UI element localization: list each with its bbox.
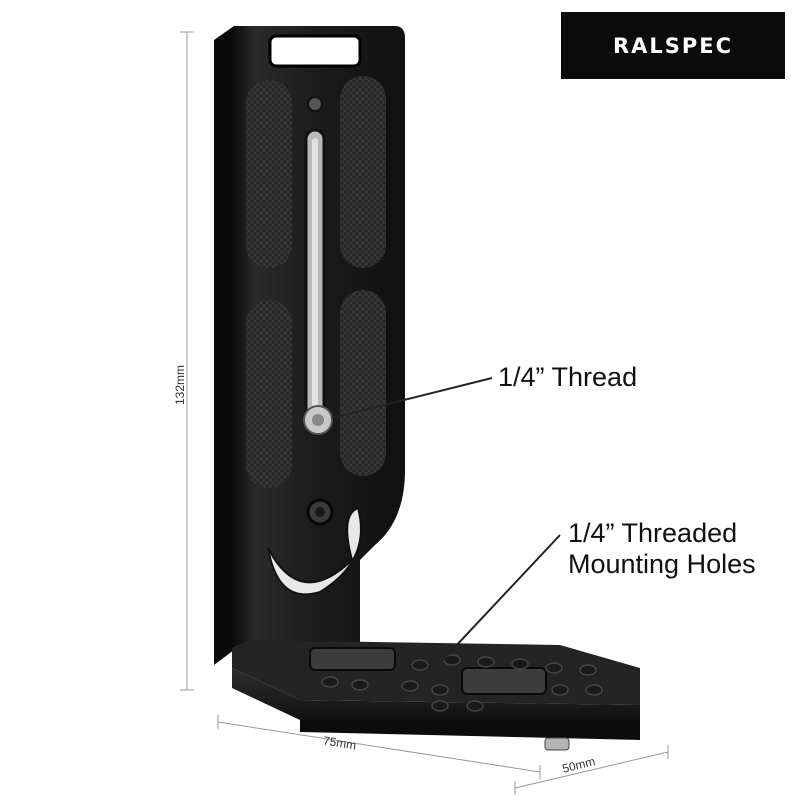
dimension-lines [180, 31, 669, 795]
l-bracket [214, 26, 640, 751]
base-plate-top [232, 640, 640, 705]
grip-pad-bottom-right [340, 290, 386, 476]
base-plate-front [232, 668, 640, 720]
grip-pad-bottom-left [246, 300, 292, 488]
mounting-holes [321, 654, 603, 712]
depth-dimension-line [514, 751, 669, 789]
width-dimension-line [217, 721, 541, 773]
top-strap-slot [268, 34, 362, 68]
vertical-plate-edge [214, 26, 234, 665]
mounting-holes-callout: 1/4” Threaded Mounting Holes [568, 518, 756, 580]
brand-name: RALSPEC [612, 33, 734, 58]
mounting-holes-callout-line1: 1/4” Threaded [568, 518, 738, 548]
height-dimension-label: 132mm [173, 364, 188, 406]
thread-leader-line [331, 377, 493, 419]
base-slot-left [309, 647, 396, 671]
brand-logo: RALSPEC [561, 12, 785, 79]
callout-leaders [331, 377, 561, 666]
holes-leader-line [437, 534, 561, 666]
mounting-holes-callout-line2: Mounting Holes [568, 549, 756, 579]
thread-callout: 1/4” Thread [498, 362, 638, 392]
grip-pad-top-left [246, 80, 292, 268]
grip-pad-top-right [340, 76, 386, 268]
base-slot-right [461, 667, 547, 695]
bottom-screw [544, 737, 570, 751]
top-hole [307, 96, 323, 112]
crescent-cutout [267, 506, 362, 596]
